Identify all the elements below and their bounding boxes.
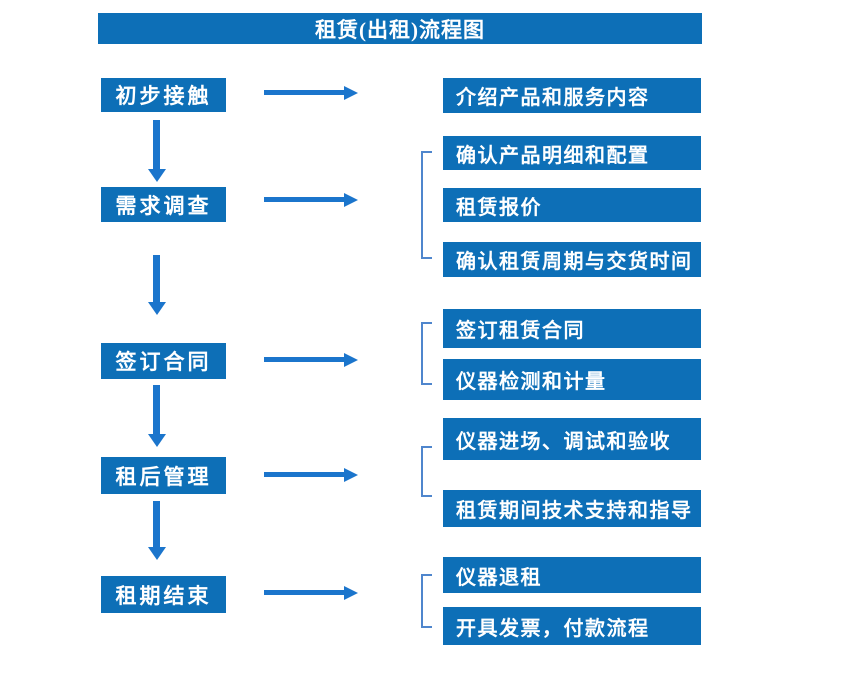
detail-box-instrument-testing: 仪器检测和计量 — [443, 359, 701, 400]
detail-box-sign-rental-contract: 签订租赁合同 — [443, 309, 701, 348]
detail-box-tech-support: 租赁期间技术支持和指导 — [443, 490, 701, 527]
step-box-sign-contract: 签订合同 — [101, 343, 226, 379]
arrow-head — [344, 586, 358, 600]
step-box-rental-end: 租期结束 — [101, 576, 226, 613]
arrow-shaft — [264, 197, 346, 202]
group-bracket — [421, 322, 432, 385]
detail-box-instrument-return: 仪器退租 — [443, 557, 701, 593]
step-box-demand-survey: 需求调查 — [101, 187, 226, 222]
detail-box-confirm-period: 确认租赁周期与交货时间 — [443, 242, 701, 277]
arrow-shaft — [264, 590, 346, 595]
right-arrow-icon — [264, 86, 358, 100]
down-arrow-icon — [148, 255, 166, 315]
group-bracket — [421, 446, 432, 497]
detail-box-instrument-entry: 仪器进场、调试和验收 — [443, 418, 701, 460]
down-arrow-icon — [148, 120, 166, 182]
down-arrow-icon — [148, 385, 166, 447]
detail-box-rental-quote: 租赁报价 — [443, 188, 701, 222]
right-arrow-icon — [264, 353, 358, 367]
down-arrow-icon — [148, 501, 166, 560]
group-bracket — [421, 151, 432, 259]
step-box-initial-contact: 初步接触 — [101, 78, 226, 112]
detail-box-confirm-config: 确认产品明细和配置 — [443, 136, 701, 170]
right-arrow-icon — [264, 193, 358, 207]
arrow-head — [344, 193, 358, 207]
arrow-head — [344, 353, 358, 367]
flowchart-title-bar: 租赁(出租)流程图 — [98, 13, 702, 44]
arrow-shaft — [264, 90, 346, 95]
arrow-head — [344, 468, 358, 482]
arrow-shaft — [153, 255, 160, 303]
arrow-head — [148, 169, 166, 182]
arrow-head — [148, 434, 166, 447]
arrow-head — [344, 86, 358, 100]
arrow-shaft — [153, 120, 160, 170]
group-bracket — [421, 574, 432, 628]
detail-box-invoice-payment: 开具发票，付款流程 — [443, 607, 701, 645]
arrow-head — [148, 547, 166, 560]
step-box-post-rental: 租后管理 — [101, 457, 226, 494]
arrow-shaft — [153, 501, 160, 548]
detail-box-introduce-products: 介绍产品和服务内容 — [443, 78, 701, 113]
arrow-shaft — [264, 472, 346, 477]
right-arrow-icon — [264, 586, 358, 600]
right-arrow-icon — [264, 468, 358, 482]
arrow-shaft — [153, 385, 160, 435]
flowchart-title: 租赁(出租)流程图 — [315, 17, 485, 42]
arrow-shaft — [264, 357, 346, 362]
arrow-head — [148, 302, 166, 315]
